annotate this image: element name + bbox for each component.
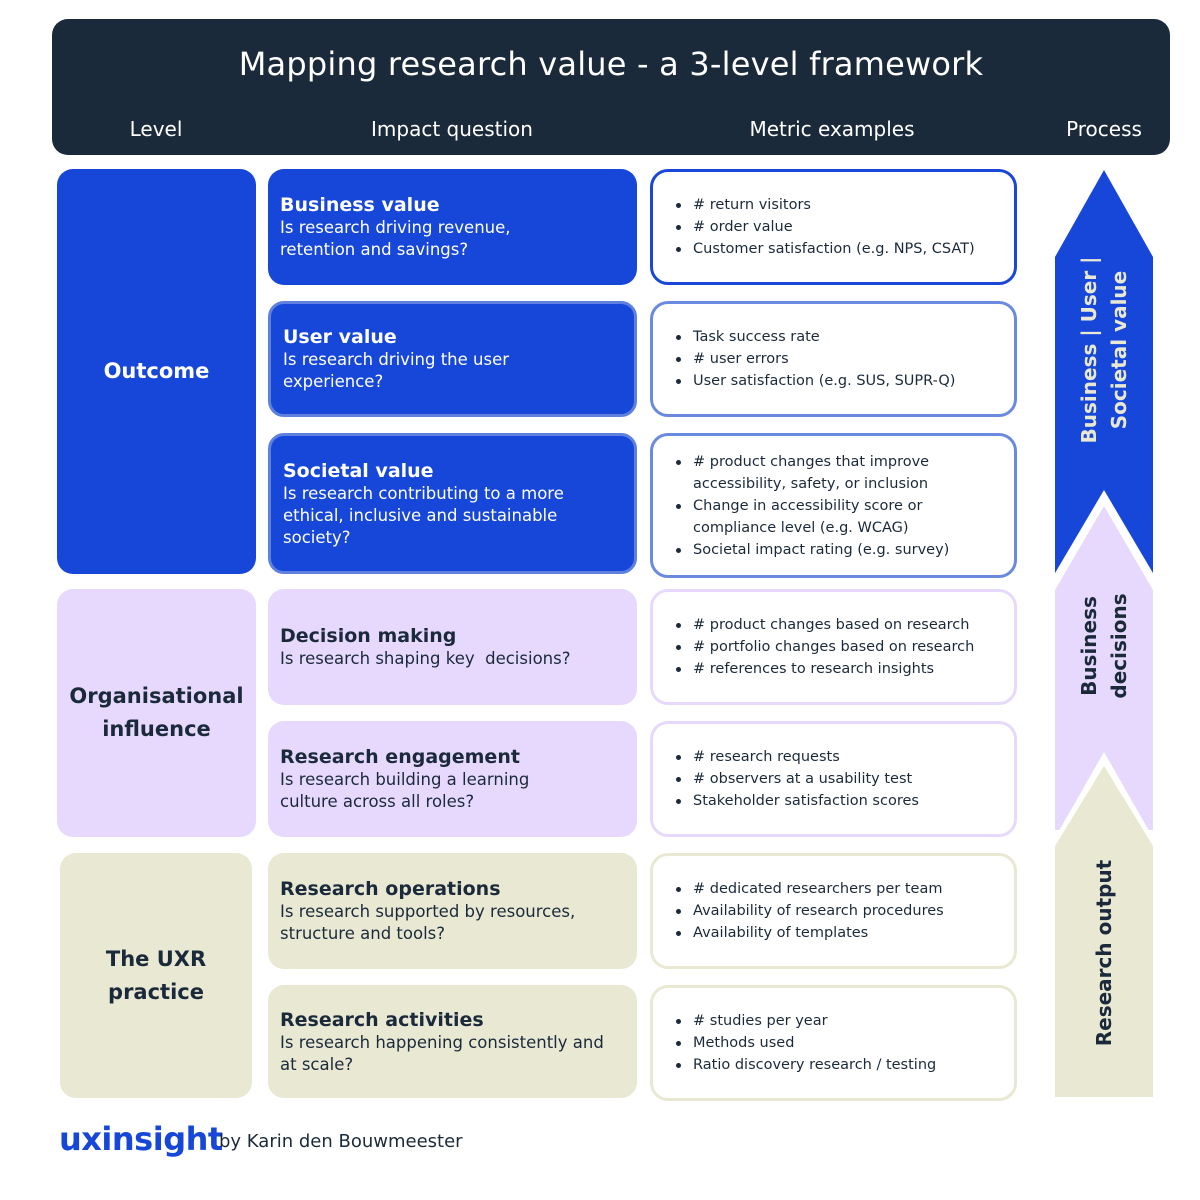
metric-item: Stakeholder satisfaction scores <box>673 790 919 812</box>
level-uxr-practice: The UXR practice <box>60 853 252 1098</box>
header-banner: Mapping research value - a 3-level frame… <box>52 19 1170 155</box>
impact-business-value: Business value Is research driving reven… <box>268 169 637 285</box>
column-header-level: Level <box>129 117 183 141</box>
process-label-output: Research output <box>1089 860 1119 1047</box>
impact-decision-making: Decision making Is research shaping key … <box>268 589 637 705</box>
column-header-impact: Impact question <box>371 117 533 141</box>
impact-question: Is research building a learning culture … <box>280 770 530 811</box>
metric-item: # product changes that improve accessibi… <box>673 451 973 495</box>
process-label-decisions: Business decisions <box>1074 593 1134 698</box>
metric-item: Availability of research procedures <box>673 900 944 922</box>
impact-heading: Research activities <box>280 1008 484 1031</box>
impact-research-activities: Research activities Is research happenin… <box>268 985 637 1098</box>
metric-item: Ratio discovery research / testing <box>673 1054 936 1076</box>
impact-question: Is research shaping key decisions? <box>280 649 571 668</box>
level-outcome: Outcome <box>57 169 256 574</box>
process-label-value: Business | User | Societal value <box>1074 257 1134 444</box>
impact-question: Is research driving the user experience? <box>283 350 510 391</box>
metric-item: # order value <box>673 216 975 238</box>
level-label: Outcome <box>103 359 210 383</box>
metrics-research-engagement: # research requests# observers at a usab… <box>650 721 1017 837</box>
process-label-line: Research output <box>1092 859 1116 1047</box>
metric-item: # return visitors <box>673 194 975 216</box>
impact-heading: User value <box>283 326 397 348</box>
impact-research-operations: Research operations Is research supporte… <box>268 853 637 969</box>
metric-item: # references to research insights <box>673 658 974 680</box>
metric-item: # portfolio changes based on research <box>673 636 974 658</box>
metric-list: # product changes based on research# por… <box>673 614 974 680</box>
metric-item: Task success rate <box>673 326 955 348</box>
impact-heading: Research engagement <box>280 746 520 768</box>
impact-heading: Decision making <box>280 625 457 647</box>
process-label-line: Societal value <box>1107 270 1131 430</box>
process-arrows <box>1048 170 1160 1100</box>
arrow-decisions <box>1055 506 1153 830</box>
metric-item: # observers at a usability test <box>673 768 919 790</box>
impact-heading: Research operations <box>280 878 501 900</box>
metric-item: Availability of templates <box>673 922 944 944</box>
metric-item: # research requests <box>673 746 919 768</box>
metric-item: Change in accessibility score or complia… <box>673 495 973 539</box>
process-label-line: Business | User | <box>1077 256 1101 444</box>
metrics-decision-making: # product changes based on research# por… <box>650 589 1017 705</box>
process-label-line: Business <box>1077 596 1101 696</box>
impact-question: Is research driving revenue, retention a… <box>280 218 511 259</box>
metric-list: # product changes that improve accessibi… <box>673 451 973 561</box>
level-label: The UXR practice <box>105 946 207 1004</box>
impact-societal-value: Societal value Is research contributing … <box>268 433 637 574</box>
arrow-output <box>1055 766 1153 1097</box>
impact-user-value: User value Is research driving the user … <box>268 301 637 417</box>
metric-item: # product changes based on research <box>673 614 974 636</box>
metric-item: Methods used <box>673 1032 936 1054</box>
metric-list: # research requests# observers at a usab… <box>673 746 919 812</box>
arrow-value <box>1055 170 1153 575</box>
impact-heading: Societal value <box>283 459 434 482</box>
impact-research-engagement: Research engagement Is research building… <box>268 721 637 837</box>
metrics-societal-value: # product changes that improve accessibi… <box>650 433 1017 578</box>
metric-item: User satisfaction (e.g. SUS, SUPR-Q) <box>673 370 955 392</box>
metric-item: Customer satisfaction (e.g. NPS, CSAT) <box>673 238 975 260</box>
impact-question: Is research contributing to a more ethic… <box>283 483 564 547</box>
column-header-process: Process <box>1066 117 1142 141</box>
impact-heading: Business value <box>280 194 440 216</box>
brand-logo: uxinsight <box>59 1120 223 1158</box>
metric-item: # studies per year <box>673 1010 936 1032</box>
impact-question: Is research supported by resources, stru… <box>280 902 576 943</box>
metric-item: # dedicated researchers per team <box>673 878 944 900</box>
level-label: Organisational influence <box>69 684 244 741</box>
column-header-metric: Metric examples <box>749 117 915 141</box>
level-organisational-influence: Organisational influence <box>57 589 256 837</box>
page-title: Mapping research value - a 3-level frame… <box>238 45 984 83</box>
process-label-line: decisions <box>1107 593 1131 699</box>
author-byline: by Karin den Bouwmeester <box>219 1131 463 1152</box>
metric-item: # user errors <box>673 348 955 370</box>
metric-item: Societal impact rating (e.g. survey) <box>673 539 973 561</box>
impact-question: Is research happening consistently and a… <box>280 1032 604 1074</box>
